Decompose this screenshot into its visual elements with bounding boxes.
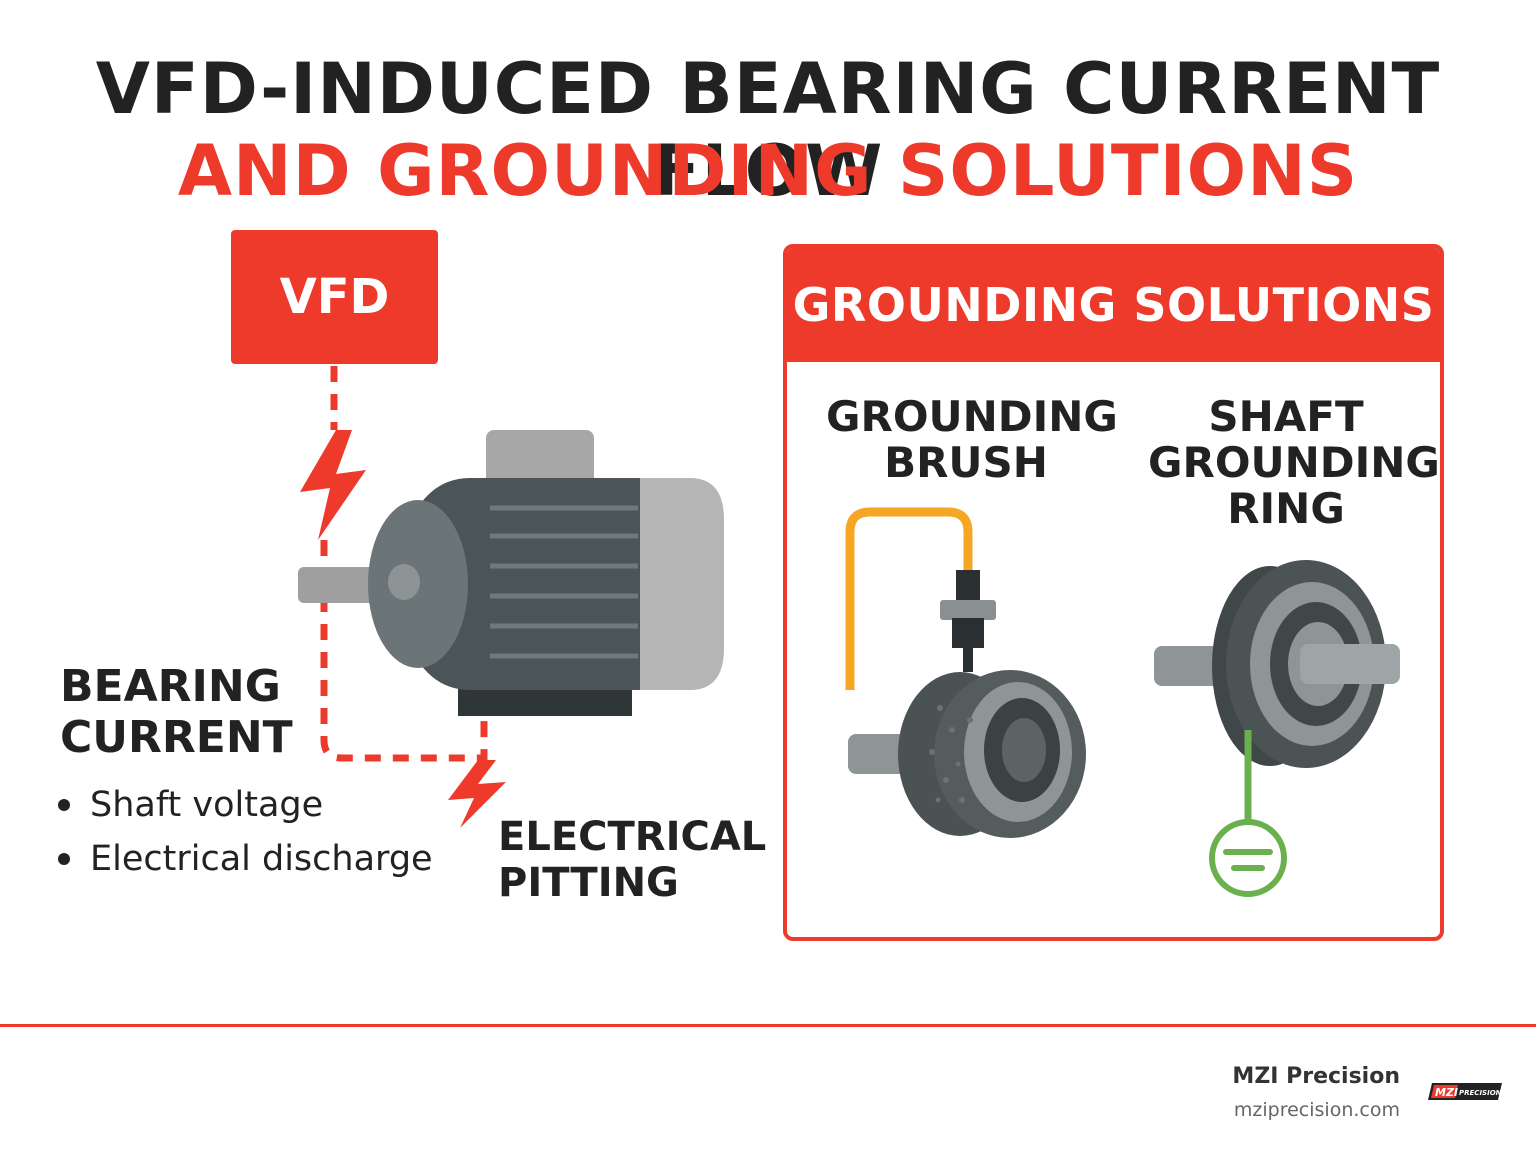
lightning-bolt-icon	[448, 760, 506, 828]
bullet-item: Shaft voltage	[58, 778, 433, 832]
footer-divider	[0, 1024, 1536, 1027]
brand-url: mziprecision.com	[1233, 1099, 1400, 1121]
title-line-1: VFD-INDUCED BEARING CURRENT FLOW	[95, 48, 1441, 212]
mzi-logo-icon: MZI PRECISION	[1428, 1083, 1502, 1100]
bearing-current-heading: BEARING CURRENT	[60, 661, 293, 763]
brand-name: MZI Precision	[1232, 1064, 1400, 1089]
electrical-pitting-label: ELECTRICAL PITTING	[498, 814, 767, 906]
title-line-2: AND GROUNDING SOLUTIONS	[177, 130, 1359, 212]
vfd-label: VFD	[279, 269, 390, 325]
ground-symbol-icon	[1209, 819, 1287, 897]
lightning-bolt-icon	[300, 430, 366, 540]
bullet-item: Electrical discharge	[58, 832, 433, 886]
svg-text:MZI: MZI	[1435, 1086, 1458, 1099]
grounding-solutions-panel: GROUNDING SOLUTIONS	[783, 244, 1444, 941]
current-path	[320, 366, 488, 762]
grounding-solutions-header: GROUNDING SOLUTIONS	[787, 248, 1440, 362]
bearing-current-bullets: Shaft voltage Electrical discharge	[58, 778, 433, 886]
vfd-box: VFD	[231, 230, 438, 364]
shaft-grounding-ring-icon	[1154, 560, 1400, 820]
grounding-brush-icon	[845, 507, 1086, 838]
electric-motor-icon	[298, 430, 724, 716]
grounding-brush-title: GROUNDING BRUSH	[826, 392, 1118, 488]
svg-text:PRECISION: PRECISION	[1459, 1089, 1502, 1097]
shaft-grounding-ring-title: SHAFT GROUNDING RING	[1148, 392, 1440, 534]
